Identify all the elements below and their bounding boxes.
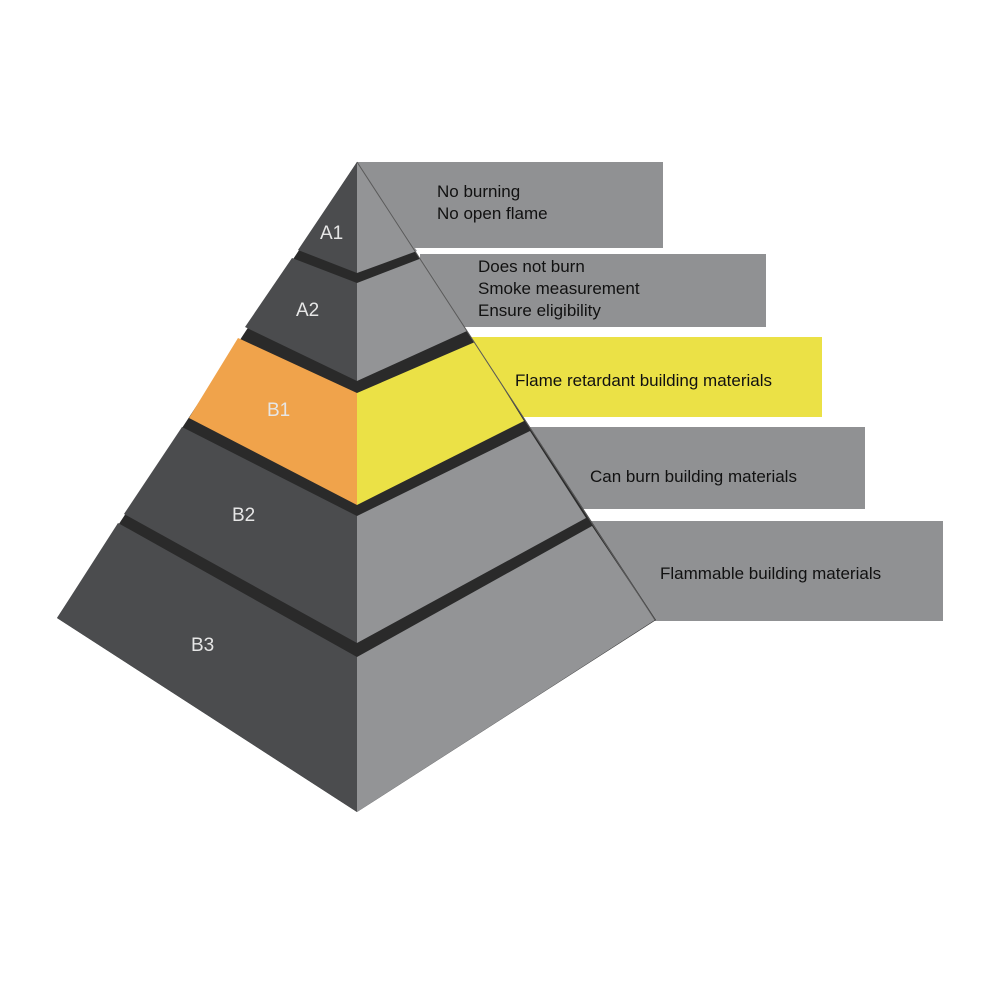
desc-a1-line2: No open flame — [437, 204, 548, 223]
desc-a2-line1: Does not burn — [478, 257, 585, 276]
level-label-a2: A2 — [296, 300, 319, 321]
layer-b1 — [189, 338, 524, 505]
desc-box-a1 — [357, 162, 663, 248]
level-label-b2: B2 — [232, 505, 255, 526]
layer-b2 — [124, 427, 586, 643]
level-label-b3: B3 — [191, 635, 214, 656]
desc-box-a2 — [420, 254, 766, 327]
desc-box-b2 — [525, 427, 865, 509]
desc-box-b1 — [470, 337, 822, 417]
level-label-b1: B1 — [267, 400, 290, 421]
desc-a2-line3: Ensure eligibility — [478, 301, 601, 320]
desc-a2-line2: Smoke measurement — [478, 279, 640, 298]
desc-a1-line1: No burning — [437, 182, 520, 201]
level-label-a1: A1 — [320, 223, 343, 244]
desc-b2: Can burn building materials — [590, 467, 797, 486]
layer-b3 — [57, 523, 655, 812]
desc-b3: Flammable building materials — [660, 564, 881, 583]
layer-a1 — [298, 162, 417, 273]
desc-b1: Flame retardant building materials — [515, 371, 772, 390]
pyramid-right-edge-line — [356, 161, 656, 621]
desc-box-b3 — [590, 521, 943, 621]
